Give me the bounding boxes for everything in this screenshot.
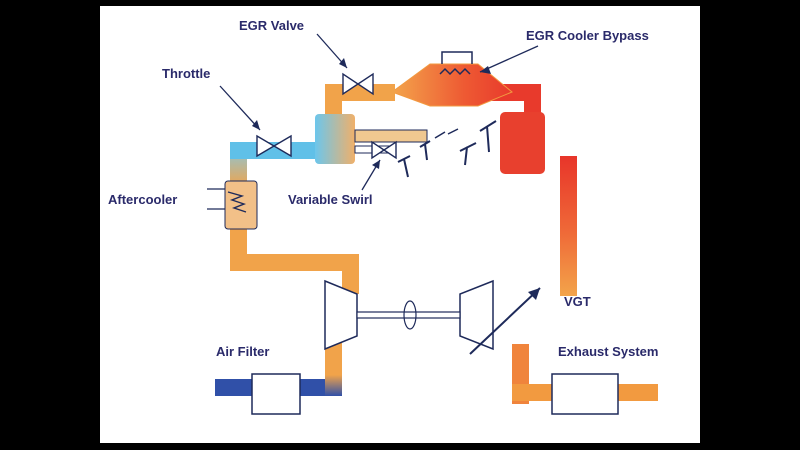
vgt-label: VGT bbox=[564, 294, 591, 309]
egr-cooler-bypass-label: EGR Cooler Bypass bbox=[526, 28, 649, 43]
cooler-to-throttle-pipe bbox=[230, 142, 315, 159]
egr-bypass-line bbox=[441, 51, 473, 64]
bypass-leader bbox=[479, 45, 539, 73]
diagram-canvas: EGR Valve EGR Cooler Bypass Throttle Aft… bbox=[100, 6, 700, 443]
exhaust-valve-left bbox=[459, 142, 477, 166]
air-filter-box bbox=[251, 373, 301, 415]
aftercooler-coil bbox=[227, 191, 247, 213]
air-filter-label: Air Filter bbox=[216, 344, 270, 359]
intake-inlet-pipe bbox=[215, 379, 255, 396]
turbo-shaft bbox=[356, 311, 461, 319]
throttle-label: Throttle bbox=[162, 66, 211, 81]
exhaust-system-box bbox=[551, 373, 619, 415]
variable-swirl-label: Variable Swirl bbox=[288, 192, 373, 207]
egr-valve-leader-head bbox=[339, 58, 347, 68]
manifold-to-turbine-pipe bbox=[560, 156, 577, 296]
cylinder-dash bbox=[434, 128, 459, 139]
aftercooler-leader bbox=[207, 188, 225, 210]
swirl-leader-head bbox=[372, 160, 380, 169]
swirl-valve bbox=[371, 140, 397, 160]
exhaust-manifold bbox=[500, 112, 545, 174]
egr-system-diagram bbox=[207, 33, 658, 415]
cooler-inlet-pipe bbox=[230, 226, 247, 271]
aftercooler-label: Aftercooler bbox=[108, 192, 178, 207]
egr-cooler bbox=[390, 63, 513, 107]
egr-cooler-coil bbox=[439, 67, 471, 76]
turbine bbox=[459, 279, 494, 351]
compressor-inlet-pipe bbox=[325, 336, 342, 396]
throttle-valve bbox=[256, 134, 292, 158]
throttle-leader bbox=[219, 85, 261, 131]
intake-valve-right bbox=[419, 140, 431, 161]
compressor bbox=[324, 279, 358, 351]
bypass-leader-head bbox=[480, 66, 491, 74]
compressor-to-cooler-pipe bbox=[230, 254, 359, 271]
intake-runner bbox=[354, 129, 428, 143]
turbine-to-exhaust-pipe bbox=[512, 384, 552, 401]
egr-valve bbox=[342, 72, 374, 96]
shaft-rotation-icon bbox=[403, 300, 417, 330]
throttle-leader-head bbox=[252, 120, 260, 130]
exhaust-tailpipe bbox=[618, 384, 658, 401]
vgt-arrowhead bbox=[528, 288, 540, 300]
exhaust-system-label: Exhaust System bbox=[558, 344, 659, 359]
intake-manifold bbox=[315, 114, 355, 164]
exhaust-valve-right bbox=[479, 120, 497, 153]
vgt-arrow-icon bbox=[469, 287, 541, 355]
intake-valve-left bbox=[397, 155, 411, 178]
egr-valve-label: EGR Valve bbox=[239, 18, 305, 33]
